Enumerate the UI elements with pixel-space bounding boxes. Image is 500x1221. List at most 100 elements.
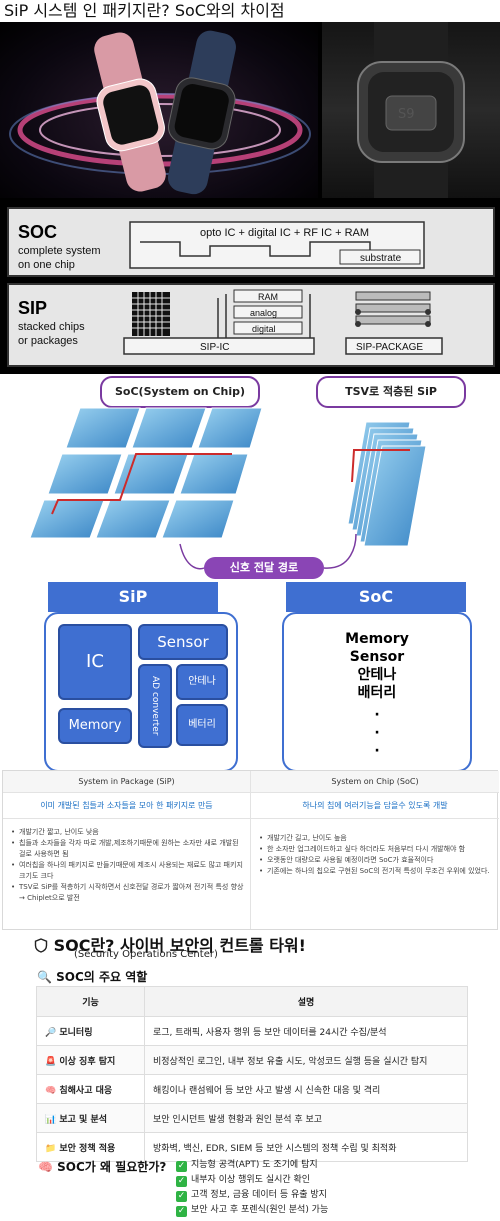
sip-package-stack bbox=[355, 291, 431, 327]
sip-battery-component: 베터리 bbox=[176, 704, 228, 746]
tsv-stack bbox=[347, 421, 427, 547]
sip-sensor-component: Sensor bbox=[138, 624, 228, 660]
role-desc: 비정상적인 로그인, 내부 정보 유출 시도, 악성코드 실행 등을 실시간 탐… bbox=[144, 1045, 468, 1075]
list-item: 한 소자만 업그레이드하고 싶다 하더라도 처음부터 다시 개발해야 함 bbox=[259, 844, 493, 855]
watch-pair-image bbox=[0, 22, 318, 198]
soc-tile-grid bbox=[29, 407, 263, 539]
checkbox-icon: ✓ bbox=[176, 1176, 187, 1187]
soc-item-antenna: 안테나 bbox=[357, 667, 397, 683]
table-row: 🔎 모니터링 로그, 트래픽, 사용자 행위 등 보안 데이터를 24시간 수집… bbox=[36, 1016, 468, 1046]
soc-heading: SOC bbox=[18, 222, 57, 242]
sip-heading: SIP bbox=[18, 298, 47, 318]
soc-line1: complete system bbox=[18, 245, 101, 257]
roles-col-function: 기능 bbox=[36, 986, 145, 1017]
soc-chip-label: opto IC + digital IC + RF IC + RAM bbox=[200, 227, 369, 239]
checkbox-icon: ✓ bbox=[176, 1206, 187, 1217]
why-title: 🧠 SOC가 왜 필요한가? bbox=[38, 1158, 166, 1175]
why-list: ✓지능형 공격(APT) 도 조기에 탐지 ✓내부자 이상 행위도 실시간 확인… bbox=[176, 1158, 328, 1218]
sip-package-label: SIP-PACKAGE bbox=[356, 342, 423, 353]
table-row: 📁 보안 정책 적용 방화벽, 백신, EDR, SIEM 등 보안 시스템의 … bbox=[36, 1132, 468, 1162]
role-name: 보안 정책 적용 bbox=[59, 1143, 116, 1154]
brain-icon: 🧠 bbox=[38, 1160, 53, 1174]
role-desc: 해킹이나 랜섬웨어 등 보안 사고 발생 시 신속한 대응 및 격리 bbox=[144, 1074, 468, 1104]
watch-pair-illustration bbox=[9, 30, 311, 195]
role-desc: 보안 인시던트 발생 현황과 원인 분석 후 보고 bbox=[144, 1103, 468, 1133]
list-item: ✓고객 정보, 금융 데이터 등 유출 방지 bbox=[176, 1190, 327, 1202]
sip-ad-component: AD converter bbox=[138, 664, 172, 748]
sip-digital-label: digital bbox=[252, 324, 276, 334]
soc-sip-svg: SOC complete system on one chip opto IC … bbox=[7, 207, 495, 367]
comparison-list-soc: 개발기간 길고, 난이도 높음 한 소자만 업그레이드하고 싶다 하더라도 처음… bbox=[251, 819, 499, 877]
alarm-icon: 🚨 bbox=[45, 1056, 57, 1067]
roles-title-text: SOC의 주요 역할 bbox=[56, 970, 148, 984]
table-row: 📊 보고 및 분석 보안 인시던트 발생 현황과 원인 분석 후 보고 bbox=[36, 1103, 468, 1133]
list-item: ✓내부자 이상 행위도 실시간 확인 bbox=[176, 1175, 311, 1187]
comparison-header-soc: System on Chip (SoC) bbox=[251, 771, 499, 793]
tsv-pill: TSV로 적층된 SiP bbox=[316, 376, 466, 408]
comparison-header-sip: System in Package (SiP) bbox=[3, 771, 250, 793]
comparison-list-sip: 개발기간 짧고, 난이도 낮음 칩들과 소자들을 각자 따로 개발,제조하기때문… bbox=[3, 819, 250, 904]
sip-antenna-component: 안테나 bbox=[176, 664, 228, 700]
list-item: 오랫동안 대량으로 사용될 예정이라면 SoC가 효율적이다 bbox=[259, 855, 493, 866]
roles-title: 🔍 SOC의 주요 역할 bbox=[37, 968, 147, 985]
table-row: 🧠 침해사고 대응 해킹이나 랜섬웨어 등 보안 사고 발생 시 신속한 대응 … bbox=[36, 1074, 468, 1104]
role-name: 보고 및 분석 bbox=[59, 1114, 108, 1125]
role-name: 이상 징후 탐지 bbox=[59, 1056, 116, 1067]
folder-icon: 📁 bbox=[45, 1143, 57, 1154]
magnifier-icon: 🔍 bbox=[37, 970, 52, 984]
security-heading: SOC란? 사이버 보안의 컨트롤 타워! bbox=[34, 932, 306, 956]
sip-analog-label: analog bbox=[250, 308, 277, 318]
signal-path-badge: 신호 전달 경로 bbox=[204, 557, 324, 579]
list-item: 개발기간 길고, 난이도 높음 bbox=[259, 833, 493, 844]
soc-dot: · bbox=[374, 707, 380, 723]
role-name: 침해사고 대응 bbox=[59, 1085, 113, 1096]
list-item: 개발기간 짧고, 난이도 낮음 bbox=[11, 827, 244, 838]
why-title-text: SOC가 왜 필요한가? bbox=[57, 1160, 167, 1174]
sip-block-header: SiP bbox=[48, 582, 218, 612]
comparison-sub-sip: 이미 개발된 칩들과 소자들을 모아 한 패키지로 만듬 bbox=[3, 793, 250, 819]
soc-sip-diagram: SOC complete system on one chip opto IC … bbox=[0, 198, 500, 374]
sip-grid-chip bbox=[132, 292, 170, 336]
list-item: ✓지능형 공격(APT) 도 조기에 탐지 bbox=[176, 1160, 318, 1172]
sip-block: IC Sensor AD converter 안테나 Memory 베터리 bbox=[44, 612, 238, 772]
shield-icon bbox=[34, 938, 48, 953]
comparison-col-soc: System on Chip (SoC) 하나의 칩에 여러기능을 담을수 있도… bbox=[251, 771, 499, 929]
soc-substrate-label: substrate bbox=[360, 253, 402, 264]
list-item: 기존에는 하나의 칩으로 구현된 SoC의 전기적 특성이 무조건 우위에 있었… bbox=[259, 866, 493, 877]
security-heading-text: SOC란? 사이버 보안의 컨트롤 타워! bbox=[53, 936, 306, 955]
list-item: TSV로 SiP를 적층하기 시작하면서 신호전달 경로가 짧아져 전기적 특성… bbox=[11, 882, 244, 904]
comparison-table: System in Package (SiP) 이미 개발된 칩들과 소자들을 … bbox=[2, 770, 499, 930]
watch-chip-illustration: S9 bbox=[357, 22, 465, 198]
soc-pill: SoC(System on Chip) bbox=[100, 376, 260, 408]
security-subheading: (Security Operations Center) bbox=[74, 949, 218, 960]
s9-label: S9 bbox=[398, 107, 415, 122]
sip-ram-label: RAM bbox=[258, 292, 278, 302]
soc-block: Memory Sensor 안테나 배터리 · · · bbox=[282, 612, 472, 772]
soc-line2: on one chip bbox=[18, 259, 75, 271]
hero-banner: S9 bbox=[0, 22, 500, 198]
page-title: SiP 시스템 인 패키지란? SoC와의 차이점 bbox=[4, 1, 285, 20]
soc-item-sensor: Sensor bbox=[349, 649, 405, 665]
magnifier-icon: 🔎 bbox=[45, 1027, 57, 1038]
sip-memory-component: Memory bbox=[58, 708, 132, 744]
checkbox-icon: ✓ bbox=[176, 1161, 187, 1172]
comparison-sub-soc: 하나의 칩에 여러기능을 담을수 있도록 개발 bbox=[251, 793, 499, 819]
soc-block-header: SoC bbox=[286, 582, 466, 612]
soc-item-battery: 배터리 bbox=[357, 685, 397, 701]
chip-tiles-svg bbox=[29, 407, 427, 570]
roles-col-description: 설명 bbox=[144, 986, 468, 1017]
s9-chip-image: S9 bbox=[322, 22, 500, 198]
soc-tsv-diagram: SoC(System on Chip) TSV로 적층된 SiP bbox=[0, 374, 500, 579]
sip-line2: or packages bbox=[18, 335, 78, 347]
soc-dot: · bbox=[374, 725, 380, 741]
table-row: 🚨 이상 징후 탐지 비정상적인 로그인, 내부 정보 유출 시도, 악성코드 … bbox=[36, 1045, 468, 1075]
role-desc: 방화벽, 백신, EDR, SIEM 등 보안 시스템의 정책 수립 및 최적화 bbox=[144, 1132, 468, 1162]
comparison-col-sip: System in Package (SiP) 이미 개발된 칩들과 소자들을 … bbox=[3, 771, 251, 929]
sip-ic-component: IC bbox=[58, 624, 132, 700]
role-desc: 로그, 트래픽, 사용자 행위 등 보안 데이터를 24시간 수집/분석 bbox=[144, 1016, 468, 1046]
brain-icon: 🧠 bbox=[45, 1085, 57, 1096]
soc-item-memory: Memory bbox=[345, 631, 409, 647]
list-item: 칩들과 소자들을 각자 따로 개발,제조하기때문에 원하는 소자만 새로 개발된… bbox=[11, 838, 244, 860]
sip-line1: stacked chips bbox=[18, 321, 85, 333]
role-name: 모니터링 bbox=[59, 1027, 93, 1038]
